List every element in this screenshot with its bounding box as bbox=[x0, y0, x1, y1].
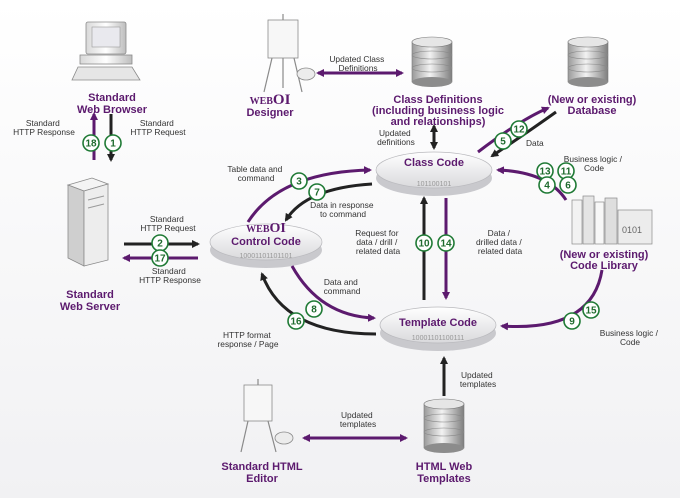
step-badge-10: 10 bbox=[415, 234, 433, 252]
control-code-brand: WEBOI bbox=[246, 221, 286, 236]
svg-text:15: 15 bbox=[585, 306, 597, 317]
web-browser-line2: Web Browser bbox=[77, 104, 148, 116]
class-code-binary: 101100101 bbox=[417, 181, 452, 188]
svg-text:4: 4 bbox=[544, 181, 550, 192]
label-data-drilled: Data / drilled data / related data bbox=[476, 228, 524, 256]
designer-label: Designer bbox=[246, 107, 294, 119]
label-http-format-response: HTTP format response / Page bbox=[218, 330, 279, 349]
label-std-http-response-mid: Standard HTTP Response bbox=[139, 266, 201, 285]
html-templates-line2: Templates bbox=[417, 473, 471, 485]
html-editor-line1: Standard HTML bbox=[221, 461, 303, 473]
svg-text:18: 18 bbox=[85, 139, 97, 150]
template-code-binary: 10001101100111 bbox=[412, 335, 465, 342]
label-business-logic-bottom: Business logic / Code bbox=[600, 328, 661, 347]
template-code-disk: Template Code 10001101100111 bbox=[379, 306, 497, 351]
label-updated-definitions: Updated definitions bbox=[377, 128, 415, 147]
control-code-title: Control Code bbox=[231, 236, 301, 248]
step-badge-12: 12 bbox=[510, 120, 528, 138]
template-code-title: Template Code bbox=[399, 317, 477, 329]
code-library-line2: Code Library bbox=[570, 260, 639, 272]
library-binary: 0101 bbox=[622, 225, 642, 235]
svg-text:10: 10 bbox=[418, 239, 430, 250]
svg-text:11: 11 bbox=[561, 167, 572, 178]
class-code-disk: Class Code 101100101 bbox=[375, 151, 493, 196]
class-defs-line2: (including business logic bbox=[372, 105, 504, 117]
label-request-for-data: Request for data / drill / related data bbox=[355, 228, 401, 256]
step-badge-17: 17 bbox=[151, 249, 169, 267]
svg-text:12: 12 bbox=[513, 125, 525, 136]
database-icon bbox=[567, 36, 609, 87]
web-server-line1: Standard bbox=[66, 289, 114, 301]
svg-text:1: 1 bbox=[110, 139, 116, 150]
designer-brand: WEBOI bbox=[250, 92, 291, 108]
step-badge-4: 4 bbox=[538, 176, 556, 194]
step-badge-8: 8 bbox=[305, 300, 323, 318]
easel-icon bbox=[240, 379, 294, 453]
label-data-db: Data bbox=[526, 138, 544, 148]
books-icon: 0101 bbox=[571, 195, 653, 245]
step-badge-3: 3 bbox=[290, 172, 308, 190]
step-badge-7: 7 bbox=[308, 183, 326, 201]
step-badge-5: 5 bbox=[494, 132, 512, 150]
label-std-http-response-top: Standard HTTP Response bbox=[13, 118, 75, 137]
database-icon bbox=[411, 36, 453, 87]
svg-text:2: 2 bbox=[157, 239, 163, 250]
html-templates-line1: HTML Web bbox=[416, 461, 473, 473]
step-badge-18: 18 bbox=[82, 134, 100, 152]
database-line2: Database bbox=[568, 105, 617, 117]
step-badges: 18 1 12 5 13 11 4 6 3 7 2 17 10 14 8 16 … bbox=[82, 120, 600, 330]
svg-text:17: 17 bbox=[154, 254, 166, 265]
control-code-binary: 10001101101101 bbox=[240, 253, 293, 260]
server-icon bbox=[66, 177, 110, 267]
class-code-title: Class Code bbox=[404, 157, 464, 169]
web-server-line2: Web Server bbox=[60, 301, 121, 313]
database-line1: (New or existing) bbox=[548, 94, 637, 106]
label-std-http-request-top: Standard HTTP Request bbox=[130, 118, 186, 137]
label-std-http-request-mid: Standard HTTP Request bbox=[140, 214, 196, 233]
svg-text:3: 3 bbox=[296, 177, 302, 188]
svg-text:13: 13 bbox=[539, 167, 551, 178]
svg-text:8: 8 bbox=[311, 305, 317, 316]
svg-text:16: 16 bbox=[290, 317, 302, 328]
step-badge-1: 1 bbox=[104, 134, 122, 152]
label-updated-templates-left: Updated templates bbox=[340, 410, 376, 429]
label-data-response-command: Data in response to command bbox=[310, 200, 376, 219]
step-badge-2: 2 bbox=[151, 234, 169, 252]
label-business-logic-top: Business logic / Code bbox=[564, 154, 625, 173]
svg-text:9: 9 bbox=[569, 317, 575, 328]
step-badge-9: 9 bbox=[563, 312, 581, 330]
code-library-line1: (New or existing) bbox=[560, 249, 649, 261]
label-data-and-command: Data and command bbox=[324, 277, 361, 296]
label-updated-class-defs: Updated Class Definitions bbox=[329, 54, 386, 73]
step-badge-6: 6 bbox=[559, 176, 577, 194]
easel-icon bbox=[263, 14, 316, 93]
html-editor-line2: Editor bbox=[246, 473, 278, 485]
svg-text:5: 5 bbox=[500, 137, 506, 148]
svg-text:7: 7 bbox=[314, 188, 320, 199]
step-badge-15: 15 bbox=[582, 301, 600, 319]
svg-text:6: 6 bbox=[565, 181, 571, 192]
step-badge-14: 14 bbox=[437, 234, 455, 252]
class-defs-line1: Class Definitions bbox=[393, 94, 482, 106]
database-icon bbox=[423, 398, 465, 453]
web-browser-line1: Standard bbox=[88, 92, 136, 104]
computer-icon bbox=[71, 21, 141, 81]
class-defs-line3: and relationships) bbox=[391, 116, 486, 128]
label-updated-templates-right: Updated templates bbox=[460, 370, 496, 389]
label-table-data-command: Table data and command bbox=[227, 164, 284, 183]
arrow-control-to-template bbox=[290, 265, 376, 322]
arrow-library-to-classcode bbox=[496, 166, 568, 201]
control-code-disk: WEBOI Control Code 10001101101101 bbox=[209, 221, 323, 268]
svg-text:14: 14 bbox=[440, 239, 452, 250]
step-badge-16: 16 bbox=[287, 312, 305, 330]
